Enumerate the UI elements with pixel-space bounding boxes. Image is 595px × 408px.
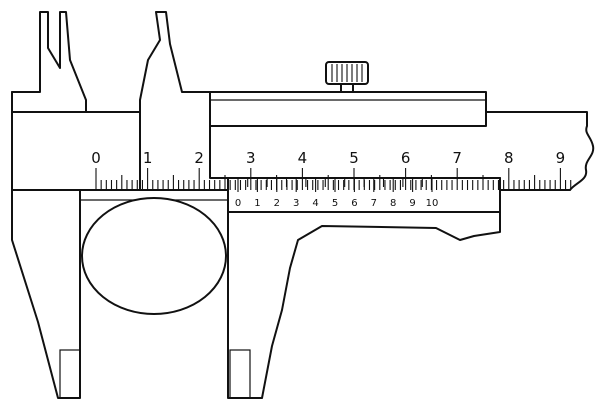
slider-sleeve xyxy=(209,91,487,127)
main-scale-label: 5 xyxy=(349,149,359,167)
fixed-jaw xyxy=(11,11,87,113)
main-scale-label: 1 xyxy=(143,149,153,167)
thumb-screw-stem xyxy=(340,83,354,93)
main-scale-label: 7 xyxy=(452,149,462,167)
vernier-scale-label: 7 xyxy=(371,198,377,209)
main-scale-label: 4 xyxy=(298,149,308,167)
main-scale-label: 8 xyxy=(504,149,514,167)
vernier-scale-label: 5 xyxy=(332,198,338,209)
main-scale-label: 0 xyxy=(91,149,101,167)
vernier-scale-label: 8 xyxy=(390,198,396,209)
fixed-jaw-lower xyxy=(11,189,81,399)
thumb-screw-knurling xyxy=(331,64,363,82)
main-scale-label: 2 xyxy=(194,149,204,167)
vernier-scale-label: 10 xyxy=(426,198,439,209)
vernier-scale-label: 4 xyxy=(312,198,318,209)
vernier-scale-label: 2 xyxy=(274,198,280,209)
main-scale: 0 1 2 3 4 5 6 7 8 9 xyxy=(91,149,572,190)
vernier-scale-label: 9 xyxy=(409,198,415,209)
vernier-scale-label: 0 xyxy=(235,198,241,209)
vernier-scale-label: 6 xyxy=(351,198,357,209)
vernier-scale-label: 3 xyxy=(293,198,299,209)
vernier-scale-label: 1 xyxy=(254,198,260,209)
measured-object xyxy=(81,197,227,315)
main-scale-label: 3 xyxy=(246,149,256,167)
fixed-jaw-recess xyxy=(59,349,81,399)
main-scale-label: 6 xyxy=(401,149,411,167)
main-scale-label: 9 xyxy=(556,149,566,167)
slider-jaw-recess xyxy=(229,349,251,399)
vernier-scale: 0 1 2 3 4 5 6 7 8 9 10 xyxy=(235,178,439,209)
